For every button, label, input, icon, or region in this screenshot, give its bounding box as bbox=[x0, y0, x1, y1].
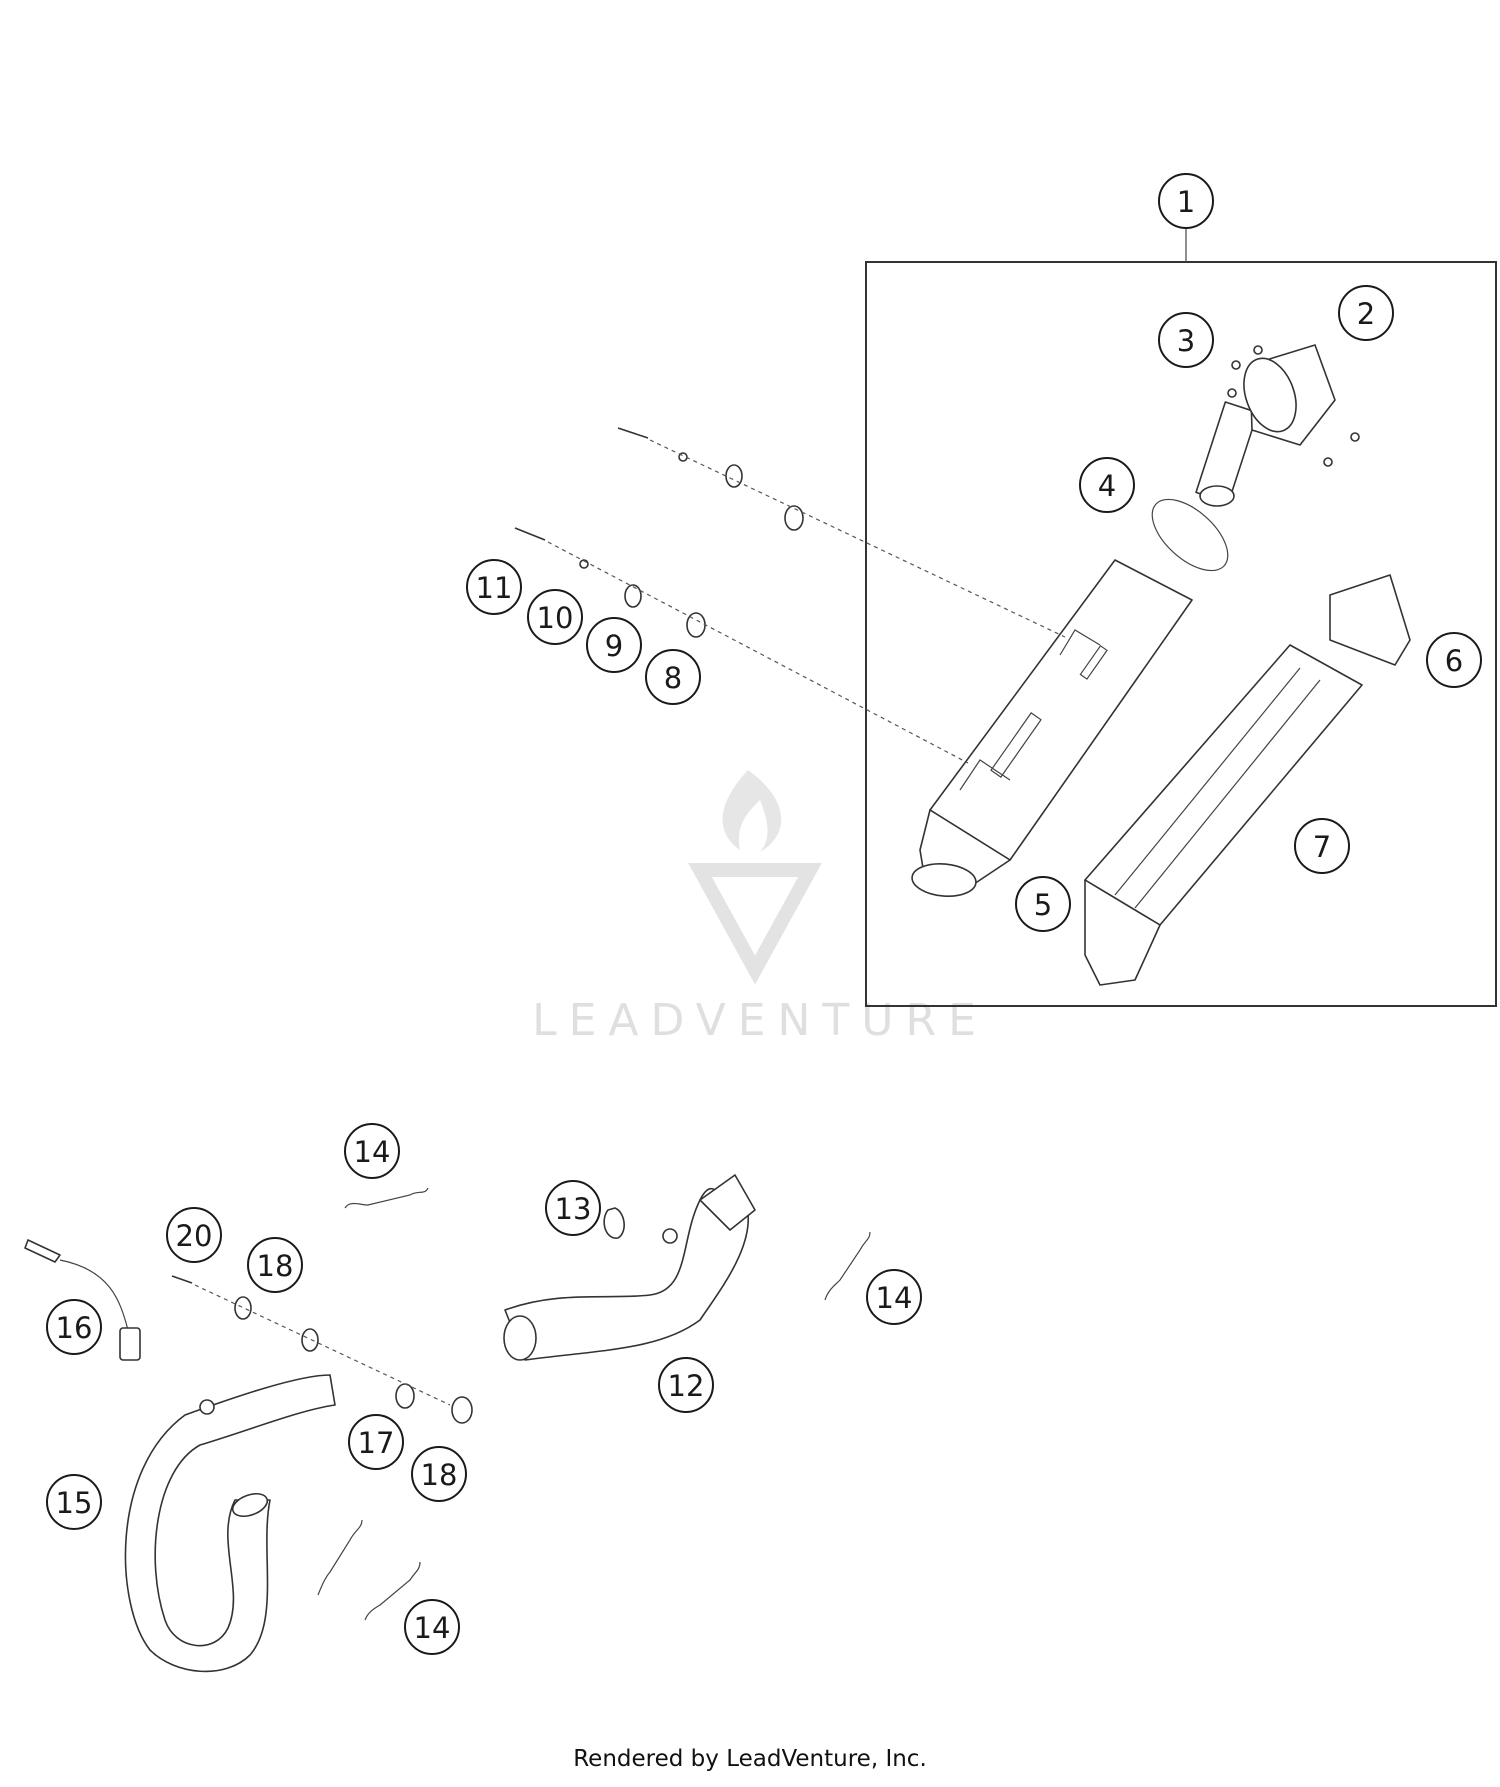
svg-text:10: 10 bbox=[537, 601, 574, 635]
svg-text:4: 4 bbox=[1098, 469, 1116, 503]
svg-text:17: 17 bbox=[358, 1426, 395, 1460]
lambda-sensor-part bbox=[24, 1239, 141, 1361]
mounting-bolts-upper bbox=[617, 427, 1066, 638]
callout-14-right: 14 bbox=[866, 1269, 922, 1325]
muffler-sleeve-part bbox=[1084, 644, 1363, 986]
svg-text:20: 20 bbox=[176, 1219, 213, 1253]
header-mount-bolts bbox=[171, 1275, 473, 1424]
callout-20: 20 bbox=[166, 1207, 222, 1263]
callout-13: 13 bbox=[545, 1180, 601, 1236]
gasket-ring-part bbox=[1151, 498, 1229, 572]
end-cap-part bbox=[1195, 344, 1360, 507]
svg-text:3: 3 bbox=[1177, 324, 1195, 358]
svg-text:18: 18 bbox=[257, 1249, 294, 1283]
svg-text:9: 9 bbox=[605, 629, 623, 663]
svg-text:13: 13 bbox=[555, 1192, 592, 1226]
callout-14-top: 14 bbox=[344, 1123, 400, 1179]
svg-text:18: 18 bbox=[421, 1458, 458, 1492]
callout-18-top: 18 bbox=[247, 1237, 303, 1293]
callout-7: 7 bbox=[1294, 818, 1350, 874]
svg-text:7: 7 bbox=[1313, 830, 1331, 864]
svg-text:1: 1 bbox=[1177, 185, 1195, 219]
callout-8: 8 bbox=[645, 649, 701, 705]
mounting-bolts-lower bbox=[514, 527, 969, 764]
spring-part bbox=[317, 1187, 871, 1621]
svg-text:12: 12 bbox=[668, 1369, 705, 1403]
callout-3: 3 bbox=[1158, 312, 1214, 368]
callout-16: 16 bbox=[46, 1299, 102, 1355]
svg-text:14: 14 bbox=[354, 1135, 391, 1169]
svg-text:15: 15 bbox=[56, 1486, 93, 1520]
callout-18-bottom: 18 bbox=[411, 1446, 467, 1502]
svg-text:14: 14 bbox=[414, 1611, 451, 1645]
callout-11: 11 bbox=[466, 559, 522, 615]
svg-text:11: 11 bbox=[476, 571, 513, 605]
callout-12: 12 bbox=[658, 1357, 714, 1413]
callout-17: 17 bbox=[348, 1414, 404, 1470]
callout-10: 10 bbox=[527, 589, 583, 645]
callout-14-bottom: 14 bbox=[404, 1599, 460, 1655]
svg-text:8: 8 bbox=[664, 661, 682, 695]
svg-text:16: 16 bbox=[56, 1311, 93, 1345]
svg-text:5: 5 bbox=[1034, 888, 1052, 922]
svg-text:14: 14 bbox=[876, 1281, 913, 1315]
callout-9: 9 bbox=[586, 617, 642, 673]
callout-1: 1 bbox=[1158, 173, 1214, 229]
callout-4: 4 bbox=[1079, 457, 1135, 513]
svg-text:6: 6 bbox=[1445, 644, 1463, 678]
render-credit-footer: Rendered by LeadVenture, Inc. bbox=[573, 1746, 927, 1772]
muffler-assembly-frame bbox=[865, 261, 1497, 1007]
callout-5: 5 bbox=[1015, 876, 1071, 932]
watermark-text: LEADVENTURE bbox=[532, 995, 988, 1046]
svg-text:2: 2 bbox=[1357, 297, 1375, 331]
outlet-cap-part bbox=[1329, 574, 1411, 666]
clamp-part bbox=[603, 1207, 625, 1239]
callout-6: 6 bbox=[1426, 632, 1482, 688]
middle-pipe-part bbox=[503, 1174, 756, 1361]
header-pipe-part bbox=[124, 1374, 336, 1673]
callout-2: 2 bbox=[1338, 285, 1394, 341]
leadventure-watermark: LEADVENTURE bbox=[532, 770, 988, 1046]
callout-15: 15 bbox=[46, 1474, 102, 1530]
muffler-body-part bbox=[911, 559, 1193, 897]
